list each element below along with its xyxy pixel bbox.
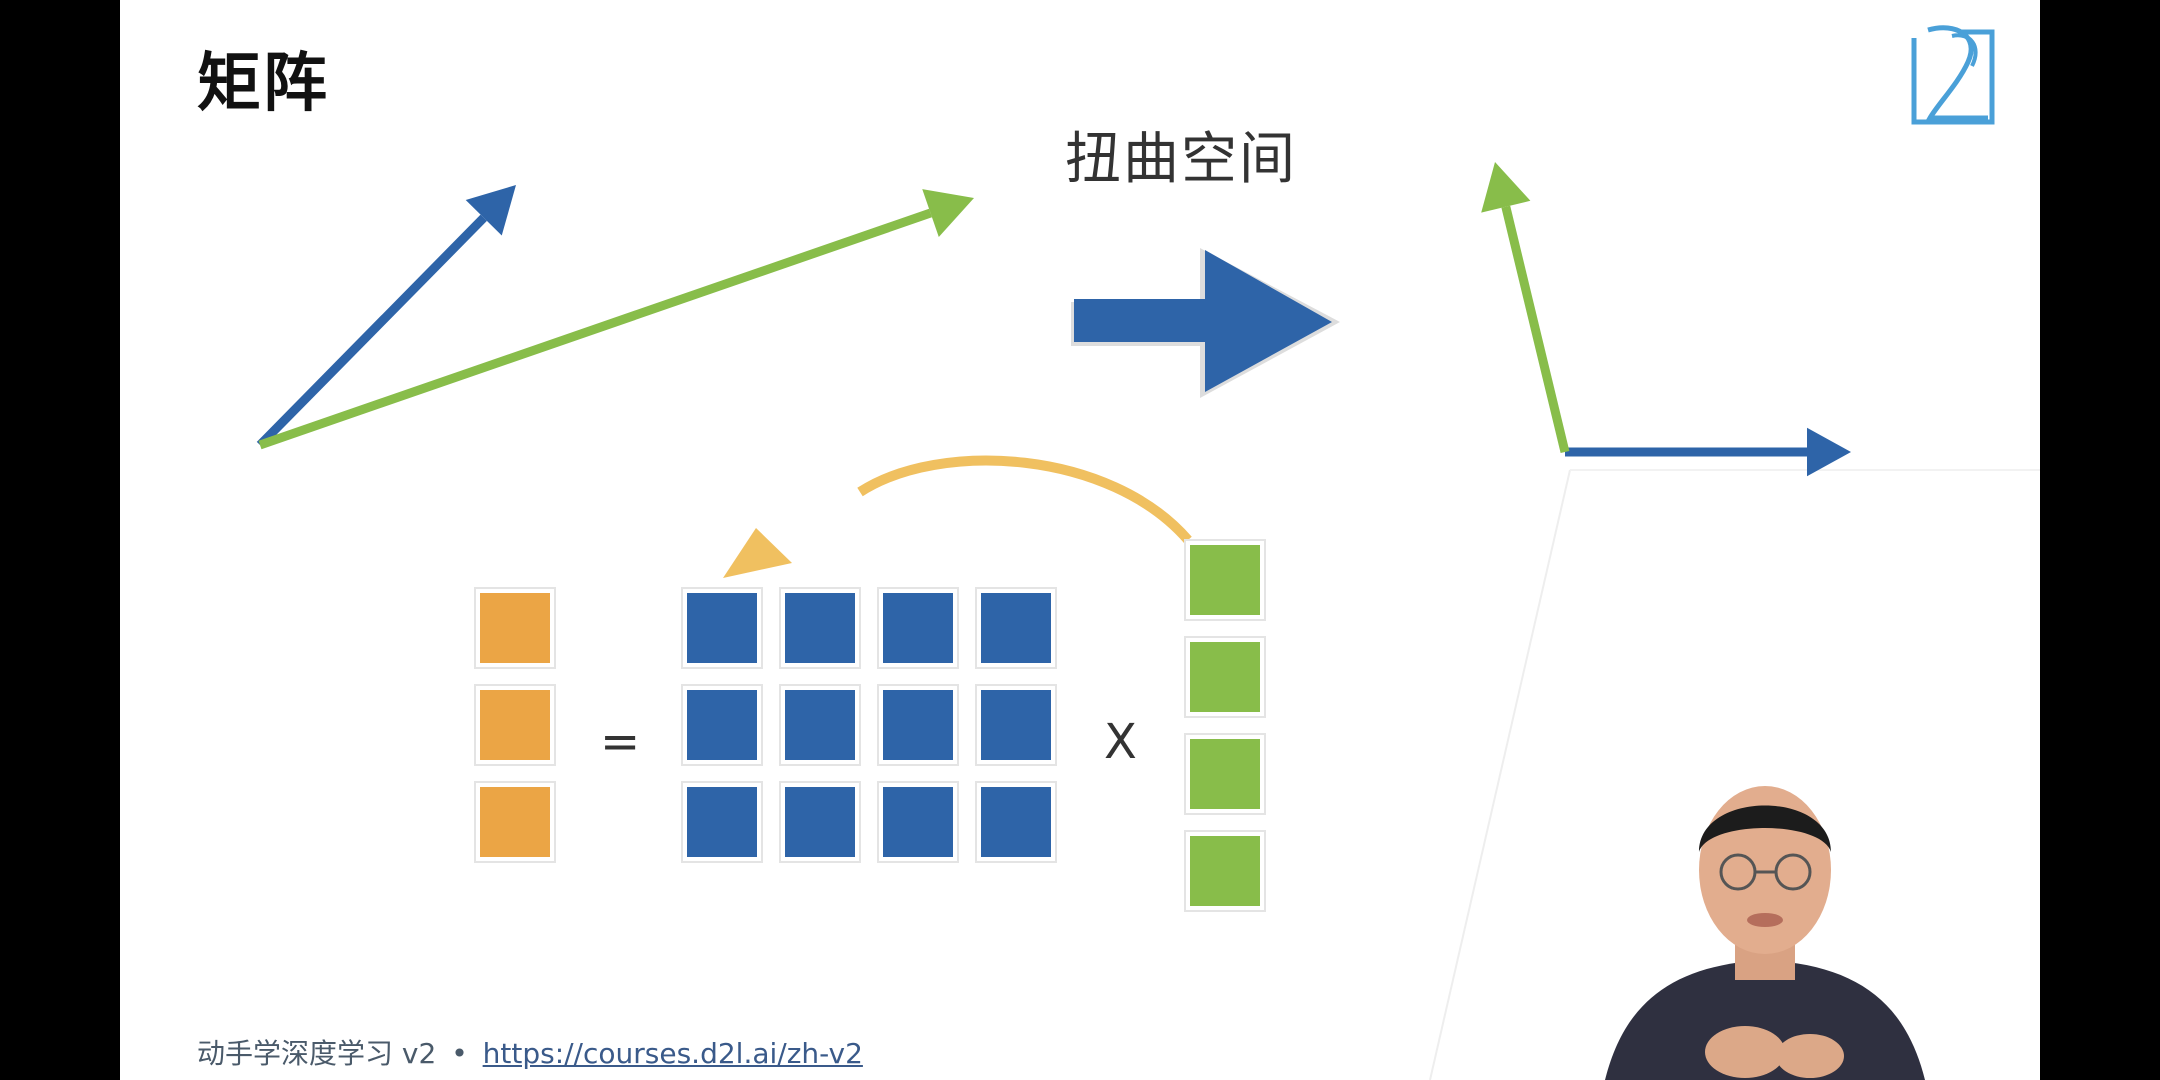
footer-separator: •: [451, 1037, 468, 1070]
matrix-cell: [883, 593, 953, 663]
curved-arrow: [857, 455, 1192, 544]
transform-label: 扭曲空间: [1065, 127, 1297, 192]
input-vector-cell: [1190, 545, 1260, 615]
output-vector-cell: [480, 593, 550, 663]
matrix-cell: [981, 690, 1051, 760]
vector-blue-right: [1565, 427, 1851, 477]
footer: 动手学深度学习 v2 • https://courses.d2l.ai/zh-v…: [197, 1036, 863, 1072]
course-name: 动手学深度学习 v2: [197, 1037, 437, 1070]
matrix-cell: [687, 690, 757, 760]
equals-sign: =: [600, 714, 641, 770]
matrix-cell: [687, 787, 757, 857]
matrix-cell: [687, 593, 757, 663]
fold-line: [1429, 469, 1571, 1080]
right-arrow-icon: [1071, 248, 1340, 398]
d2l-logo-icon: [1911, 25, 1995, 125]
vector-green-left: [258, 189, 974, 450]
output-vector-cell: [480, 787, 550, 857]
matrix-cell: [883, 690, 953, 760]
input-vector-cell: [1190, 836, 1260, 906]
output-vector-cell: [480, 690, 550, 760]
lecture-slide: 矩阵 扭曲空间 = X 动手学深度学习 v2 • https://courses…: [120, 0, 2040, 1080]
matrix-cell: [981, 593, 1051, 663]
vector-blue-left: [256, 185, 516, 449]
input-vector-cell: [1190, 642, 1260, 712]
vector-green-right: [1481, 162, 1570, 454]
presenter-video: [1605, 786, 1925, 1080]
matrix-cell: [785, 787, 855, 857]
slide-diagram: [256, 162, 2040, 1080]
matrix-cell: [883, 787, 953, 857]
matrix-cell: [981, 787, 1051, 857]
slide-title: 矩阵: [197, 47, 329, 121]
curved-arrow-head: [723, 528, 792, 578]
matrix-cell: [785, 690, 855, 760]
course-link[interactable]: https://courses.d2l.ai/zh-v2: [482, 1037, 863, 1070]
matrix-cell: [785, 593, 855, 663]
multiply-sign: X: [1104, 714, 1137, 770]
input-vector-cell: [1190, 739, 1260, 809]
